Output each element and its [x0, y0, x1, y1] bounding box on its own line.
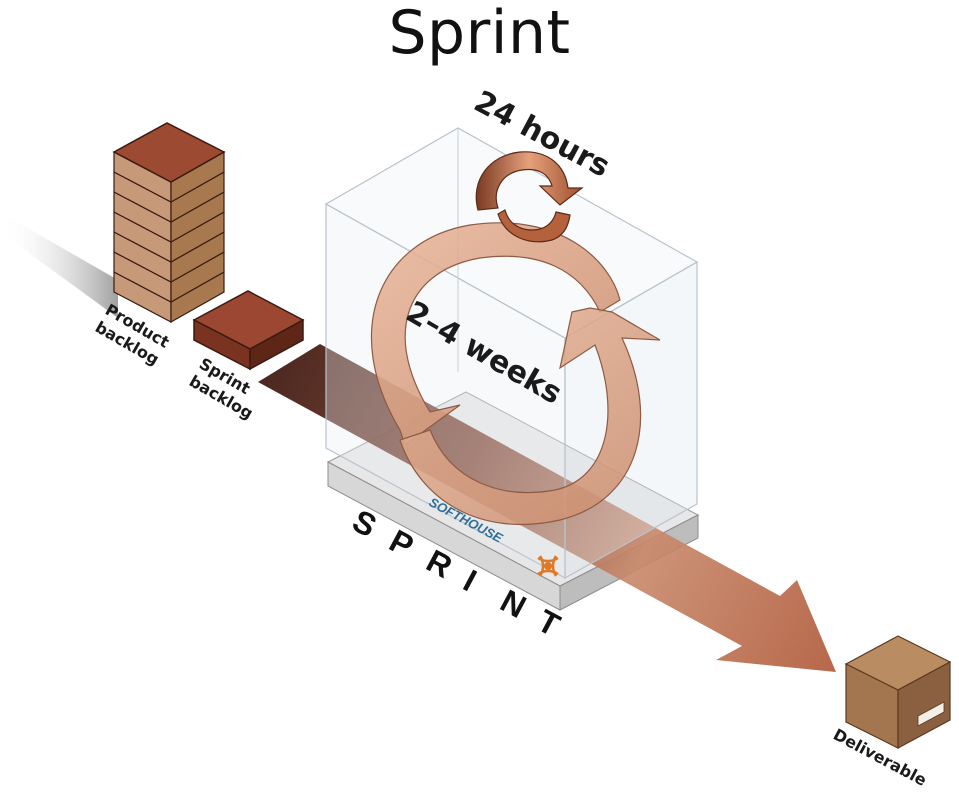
daily-cycle-arrow — [475, 151, 584, 243]
sprint-letter: I — [458, 562, 483, 598]
sprint-letter: T — [532, 602, 567, 643]
sprint-cycle-arrow — [370, 222, 661, 525]
sprint-letter: S — [347, 502, 383, 544]
backlog-shadow — [0, 218, 118, 318]
sprint-letter: P — [384, 522, 420, 564]
package-icon — [844, 635, 952, 750]
product-backlog-stack — [112, 122, 226, 324]
page-title: Sprint — [388, 0, 571, 68]
sprint-backlog-block — [192, 290, 305, 371]
softhouse-logo-icon — [537, 555, 559, 577]
